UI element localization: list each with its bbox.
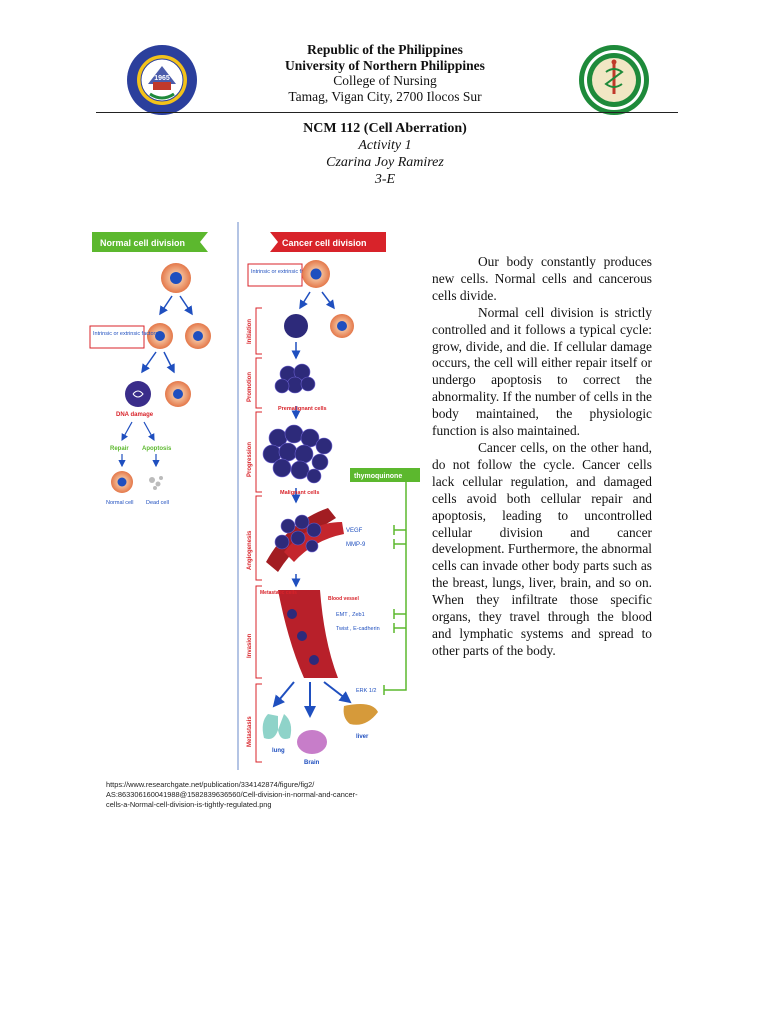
brain-label: Brain [304,760,320,766]
body-text: Our body constantly produces new cells. … [432,254,652,660]
stage-initiation: Initiation [247,319,253,344]
university-logo: 1965 [127,45,197,115]
stage-metastasis: Metastasis [247,716,253,747]
vegf-label: VEGF [346,528,363,534]
section-label: 3-E [374,172,396,187]
republic-line: Republic of the Philippines [307,42,463,57]
header-divider [96,112,678,113]
college-of-nursing-logo [579,45,649,115]
intrinsic-label-cancer: Intrinsic or extrinsic factors [251,269,316,275]
source-line-2: AS:863306160041988@1582839636560/Cell-di… [106,790,358,799]
cancer-cells [262,260,354,718]
stage-angiogenesis: Angiogenesis [247,530,253,570]
blood-vessel-label: Blood vessel [328,596,359,602]
cell-division-figure: Normal cell division Cancer cell divisio… [89,222,420,770]
repair-label: Repair [110,446,129,452]
metastatic-cells-label: Metastatic cells [260,590,297,596]
malignant-label: Malignant cells [280,490,319,496]
cancer-banner: Cancer cell division [282,238,367,248]
college-line: College of Nursing [333,73,437,88]
twist-label: Twist , E-cadherin [336,626,380,632]
stage-promotion: Promotion [247,372,253,402]
lung-label: lung [272,748,285,754]
erk-label: ERK 1/2 [356,688,376,694]
course-title: NCM 112 (Cell Aberration) [303,121,467,136]
emt-label: EMT , Zeb1 [336,612,365,618]
address-line: Tamag, Vigan City, 2700 Ilocos Sur [288,88,482,104]
activity-label: Activity 1 [358,138,412,153]
normal-cell-label: Normal cell [106,500,134,506]
source-line-3: cells-a-Normal-cell-division-is-tightly-… [106,800,272,809]
liver-label: liver [356,734,369,740]
figure-source: https://www.researchgate.net/publication… [106,780,416,810]
premalignant-label: Premalignant cells [278,406,327,412]
thymoquinone-label: thymoquinone [354,473,402,480]
paragraph-2: Normal cell division is strictly control… [432,304,652,439]
letterhead: Republic of the Philippines University o… [200,42,570,104]
mmp9-label: MMP-9 [346,542,366,548]
university-line: University of Northern Philippines [285,57,485,73]
paragraph-3: Cancer cells, on the other hand, do not … [432,439,652,658]
apoptosis-label: Apoptosis [142,446,172,452]
normal-cells [111,263,211,493]
dna-damage-label: DNA damage [116,412,154,418]
stage-progression: Progression [247,442,253,477]
paragraph-1: Our body constantly produces new cells. … [432,254,652,303]
logo-year: 1965 [154,75,170,82]
normal-banner: Normal cell division [100,238,185,248]
title-block: NCM 112 (Cell Aberration) Activity 1 Cza… [200,120,570,188]
intrinsic-label-normal: Intrinsic or extrinsic factors [93,331,158,337]
stage-invasion: Invasion [247,633,253,658]
source-line-1: https://www.researchgate.net/publication… [106,780,315,789]
dead-cell-label: Dead cell [146,500,169,506]
author-name: Czarina Joy Ramirez [326,155,444,170]
